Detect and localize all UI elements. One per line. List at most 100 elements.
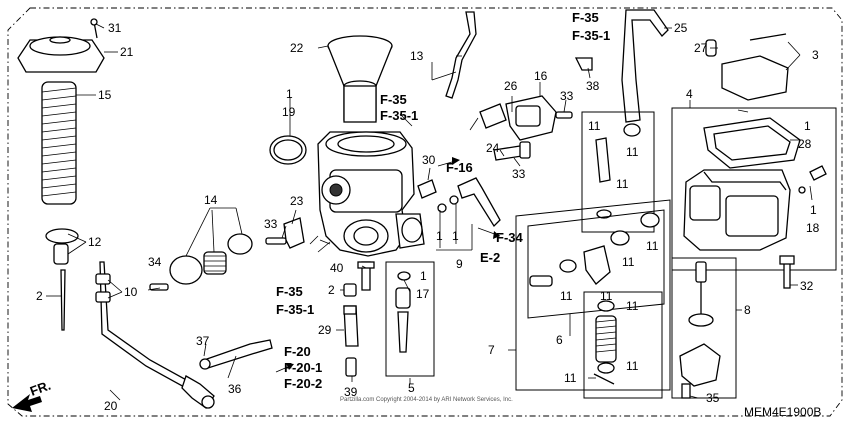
front-arrow-icon: FR. <box>12 378 53 412</box>
callout-11-a: 11 <box>588 119 601 133</box>
callout-10: 10 <box>124 285 138 299</box>
float-screw-part[interactable] <box>798 165 827 194</box>
jet-box <box>385 261 435 377</box>
callout-28: 28 <box>798 137 812 151</box>
callout-5: 5 <box>408 381 415 395</box>
callout-21: 21 <box>120 45 134 59</box>
mount-screw-part[interactable] <box>555 111 573 119</box>
ref-f35-top: F-35 <box>380 92 407 107</box>
overflow-hose-part[interactable] <box>621 9 669 123</box>
throttle-spring-part[interactable] <box>41 81 77 205</box>
callout-19: 19 <box>282 105 296 119</box>
callout-2-jet: 2 <box>328 283 335 297</box>
drain-tube-part[interactable] <box>199 339 273 370</box>
callout-7: 7 <box>488 343 495 357</box>
callout-11-g: 11 <box>600 289 613 303</box>
throttle-stop-screw-part[interactable] <box>417 179 437 199</box>
callout-4: 4 <box>686 87 693 101</box>
ref-f35-1-bottom: F-35-1 <box>276 302 314 317</box>
callout-37: 37 <box>196 334 210 348</box>
main-jet-part[interactable] <box>357 261 375 291</box>
callout-11-b: 11 <box>626 145 639 159</box>
ref-f35-1-top: F-35-1 <box>380 108 418 123</box>
callout-14: 14 <box>204 193 218 207</box>
callout-16: 16 <box>534 69 548 83</box>
jet-needle-part[interactable] <box>60 269 66 331</box>
needle-jet-part[interactable] <box>343 305 359 347</box>
ref-e2: E-2 <box>480 250 500 265</box>
callout-31: 31 <box>108 21 122 35</box>
cable-bracket-part[interactable] <box>265 217 305 249</box>
ref-f34: F-34 <box>496 230 524 245</box>
callout-22: 22 <box>290 41 304 55</box>
copyright-notice: Partzilla.com Copyright 2004-2014 by ARI… <box>340 397 513 403</box>
ref-f35-bottom: F-35 <box>276 284 303 299</box>
choke-cover-screw-part[interactable] <box>149 283 169 291</box>
pilot-screw-part[interactable] <box>493 141 531 161</box>
callout-23: 23 <box>290 194 304 208</box>
callout-30: 30 <box>422 153 436 167</box>
float-chamber-part[interactable] <box>683 169 791 251</box>
callout-2-left: 2 <box>36 289 43 303</box>
hose-clip-part[interactable] <box>574 57 593 71</box>
callout-1-jet: 1 <box>420 269 427 283</box>
ref-f20-2: F-20-2 <box>284 376 322 391</box>
choke-assembly-part[interactable] <box>169 233 253 285</box>
callout-labels: 31 21 15 12 2 10 20 34 14 37 36 1 19 22 … <box>36 21 820 413</box>
callout-25: 25 <box>674 21 688 35</box>
accelerator-pump-part[interactable] <box>679 261 721 399</box>
callout-15: 15 <box>98 88 112 102</box>
drain-bolt-part[interactable] <box>779 255 795 289</box>
callout-36: 36 <box>228 382 242 396</box>
callout-13: 13 <box>410 49 424 63</box>
cap-screw-part[interactable] <box>90 18 98 39</box>
callout-11-j: 11 <box>564 371 577 385</box>
slow-jet-part[interactable] <box>343 283 357 297</box>
heater-part[interactable] <box>721 33 789 101</box>
callout-17: 17 <box>416 287 430 301</box>
leader-lines <box>46 23 813 401</box>
reference-arrows <box>275 113 501 373</box>
diagram-frame <box>7 7 843 417</box>
carburetor-body-part[interactable] <box>317 131 425 257</box>
spring-part[interactable] <box>593 300 617 385</box>
callout-9: 9 <box>456 257 463 271</box>
callout-20: 20 <box>104 399 118 413</box>
jet-holder-part[interactable] <box>345 357 357 377</box>
callout-33-mid: 33 <box>512 167 526 181</box>
needle-valve-part[interactable] <box>529 212 660 287</box>
o-ring-part[interactable] <box>269 135 307 165</box>
ref-f20-1: F-20-1 <box>284 360 322 375</box>
pump-box <box>671 257 737 399</box>
callout-1-top: 1 <box>286 87 293 101</box>
callout-24: 24 <box>486 141 500 155</box>
callout-38: 38 <box>586 79 600 93</box>
float-chamber-gasket-part[interactable] <box>703 117 801 169</box>
jet-parts-part[interactable] <box>395 271 411 353</box>
float-chamber-box <box>671 107 837 271</box>
throttle-lever-part[interactable] <box>437 177 501 228</box>
vent-hose-part[interactable] <box>445 11 477 99</box>
callout-11-e: 11 <box>622 255 635 269</box>
callout-3: 3 <box>812 48 819 62</box>
valve-parts-part[interactable] <box>595 123 641 219</box>
callout-11-d: 11 <box>646 239 659 253</box>
vacuum-diaphragm-part[interactable] <box>327 35 393 123</box>
valve-parts-box <box>581 111 655 233</box>
top-cap-part[interactable] <box>17 36 105 73</box>
needle-retainer-part[interactable] <box>45 228 79 265</box>
spring-box <box>583 291 663 399</box>
callout-26: 26 <box>504 79 518 93</box>
callout-33-left: 33 <box>264 217 278 231</box>
callout-35: 35 <box>706 391 720 405</box>
callout-27: 27 <box>694 41 708 55</box>
callout-1-mid-b: 1 <box>452 229 459 243</box>
ref-f35-1-right: F-35-1 <box>572 28 610 43</box>
needle-box <box>527 209 665 319</box>
diaphragm-box <box>515 199 671 391</box>
throttle-cable-part[interactable] <box>95 261 215 409</box>
callout-1-right: 1 <box>804 119 811 133</box>
callout-18: 18 <box>806 221 820 235</box>
thermo-valve-part[interactable] <box>469 95 557 141</box>
